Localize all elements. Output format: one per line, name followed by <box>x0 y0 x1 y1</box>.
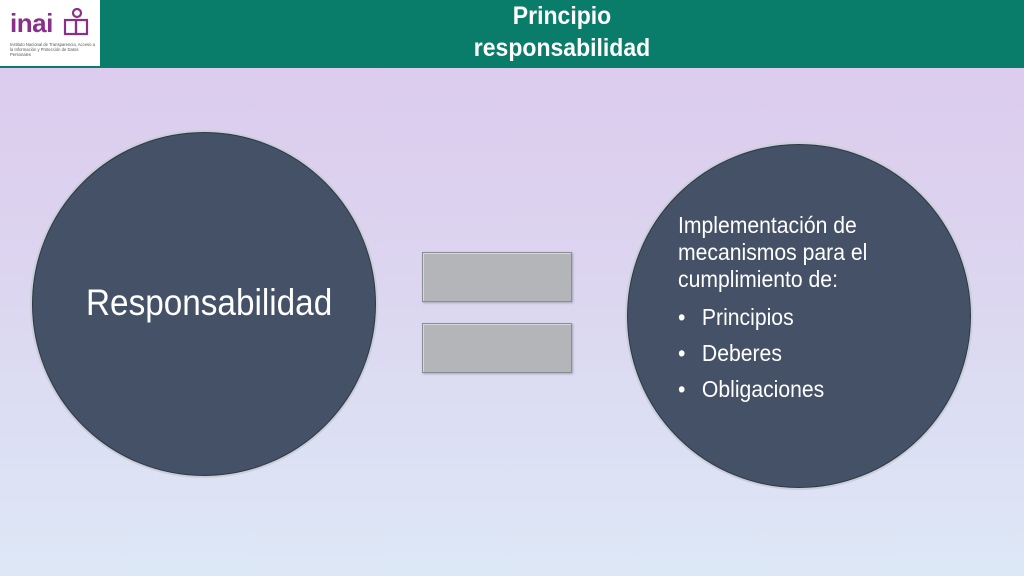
list-item: • Obligaciones <box>678 376 926 403</box>
list-item-label: Obligaciones <box>701 376 825 402</box>
page-title: Principio responsabilidad <box>378 0 746 64</box>
header-bar: inai Instituto Nacional de Transparencia… <box>0 0 1024 68</box>
list-item: • Deberes <box>678 340 926 367</box>
bullet-icon: • <box>678 376 686 402</box>
mechanisms-circle <box>625 142 973 490</box>
mechanisms-text: Implementación de mecanismos para el cum… <box>678 212 926 412</box>
logo-subtitle: Instituto Nacional de Transparencia, Acc… <box>10 42 95 57</box>
list-item-label: Deberes <box>701 340 782 366</box>
responsabilidad-circle <box>30 130 378 478</box>
bullet-icon: • <box>678 304 686 330</box>
list-item-label: Principios <box>701 304 794 330</box>
list-item: • Principios <box>678 304 926 331</box>
equals-sign-bottom-bar <box>422 323 572 373</box>
obligations-list: • Principios • Deberes • Obligaciones <box>678 304 926 403</box>
inai-logo: inai Instituto Nacional de Transparencia… <box>0 0 100 66</box>
responsabilidad-label: Responsabilidad <box>86 282 333 323</box>
title-line-1: Principio <box>512 2 612 30</box>
equals-sign-top-bar <box>422 252 572 302</box>
mechanisms-intro: Implementación de mecanismos para el cum… <box>678 212 868 292</box>
logo-book-icon <box>63 8 89 36</box>
logo-wordmark: inai <box>10 8 53 38</box>
bullet-icon: • <box>678 340 686 366</box>
title-line-2: responsabilidad <box>473 34 651 62</box>
